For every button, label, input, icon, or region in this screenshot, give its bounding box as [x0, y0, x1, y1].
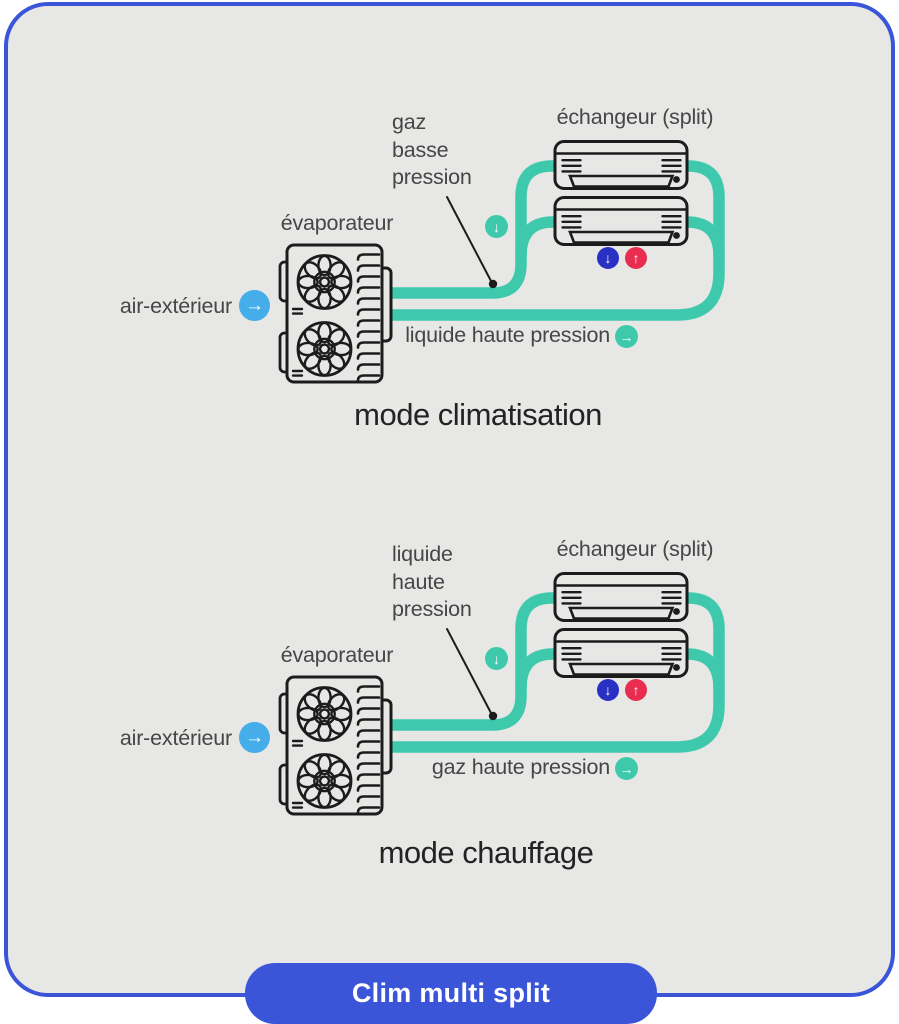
gas-low-pressure-label: gaz basse pression	[392, 110, 472, 189]
diagram-mode-chauffage: liquide haute pression échangeur (split)…	[0, 432, 899, 870]
heat-flow-up-icon: ↑	[625, 679, 647, 701]
flow-down-icon: ↓	[485, 215, 508, 238]
air-flow-right-icon: →	[239, 722, 270, 753]
liquid-high-pressure-label: liquide haute pression	[405, 323, 610, 347]
cold-flow-down-icon: ↓	[597, 679, 619, 701]
outside-air-label: air-extérieur	[119, 294, 232, 318]
heat-flow-up-icon: ↑	[625, 247, 647, 269]
climatisation-pipes-and-units-graphic	[0, 0, 899, 433]
evaporator-label: évaporateur	[280, 211, 394, 235]
air-flow-right-icon: →	[239, 290, 270, 321]
card-background	[4, 2, 895, 997]
exchanger-split-label: échangeur (split)	[556, 537, 714, 561]
liquid-high-pressure-label: liquide haute pression	[392, 542, 472, 621]
flow-right-icon: →	[615, 757, 638, 780]
clim-multi-split-button[interactable]: Clim multi split	[245, 963, 657, 1024]
flow-down-icon: ↓	[485, 647, 508, 670]
gas-high-pressure-label: gaz haute pression	[431, 755, 610, 779]
diagram-mode-climatisation: gaz basse pression échangeur (split) éva…	[0, 0, 899, 433]
mode-chauffage-title: mode chauffage	[378, 835, 594, 870]
mode-climatisation-title: mode climatisation	[354, 397, 602, 432]
outside-air-label: air-extérieur	[119, 726, 232, 750]
cold-flow-down-icon: ↓	[597, 247, 619, 269]
chauffage-pipes-and-units-graphic	[0, 432, 899, 865]
flow-right-icon: →	[615, 325, 638, 348]
evaporator-label: évaporateur	[280, 643, 394, 667]
clim-multi-split-button-label: Clim multi split	[351, 978, 551, 1008]
exchanger-split-label: échangeur (split)	[556, 105, 714, 129]
